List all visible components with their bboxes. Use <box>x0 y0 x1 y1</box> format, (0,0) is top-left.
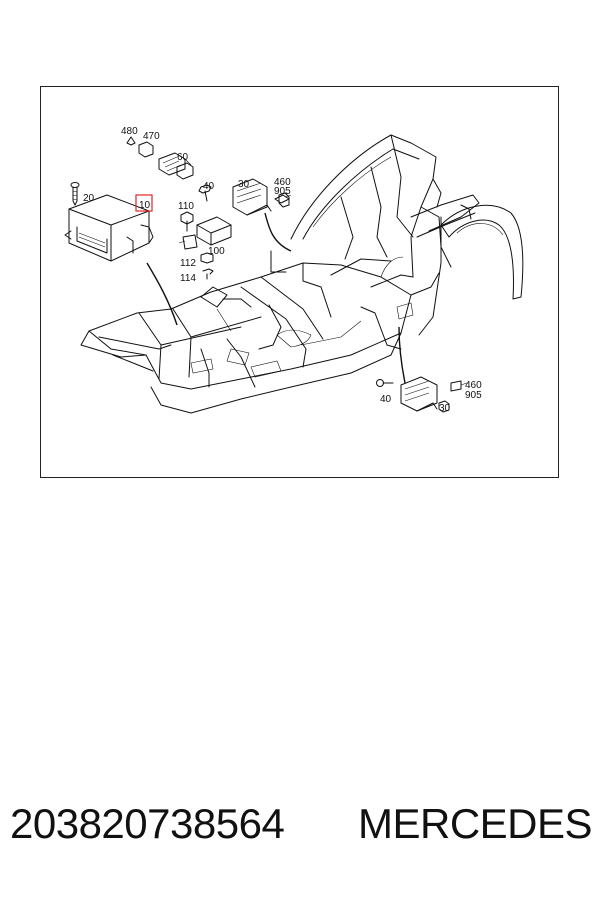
label-470: 470 <box>143 131 160 142</box>
product-caption: 203820738564 MERCEDES <box>0 800 600 864</box>
screw-20 <box>70 182 80 206</box>
vehicle-floor-structure <box>80 250 412 414</box>
exploded-view-drawing: 480 470 60 20 10 40 30 460 905 110 100 1… <box>64 126 524 414</box>
label-112: 112 <box>180 258 196 269</box>
front-wheel-arch-structure <box>290 134 524 350</box>
highlight-box <box>135 194 153 212</box>
part-labels: 480 470 60 20 10 40 30 460 905 110 100 1… <box>83 126 482 414</box>
bracket-assembly-110-100 <box>178 211 232 280</box>
label-60: 60 <box>177 152 189 163</box>
label-480: 480 <box>121 126 138 137</box>
label-40-upper: 40 <box>203 181 215 192</box>
label-905-upper: 905 <box>274 186 291 197</box>
label-20: 20 <box>83 193 95 204</box>
label-110: 110 <box>178 201 194 212</box>
leader-lines <box>146 194 468 386</box>
label-460-upper: 460 <box>274 177 291 188</box>
sensor-assembly-lower <box>376 376 462 413</box>
connector-assembly-480-470-60 <box>126 136 194 180</box>
part-number: 203820738564 <box>10 800 285 847</box>
brand-name: MERCEDES <box>358 800 593 847</box>
label-905-lower: 905 <box>465 390 482 401</box>
label-30-upper: 30 <box>238 179 250 190</box>
label-10: 10 <box>139 200 151 211</box>
label-114: 114 <box>180 273 196 284</box>
parts-diagram: 480 470 60 20 10 40 30 460 905 110 100 1… <box>40 86 559 478</box>
label-30-lower: 30 <box>439 403 451 414</box>
control-unit-10 <box>64 194 154 262</box>
sensor-assembly-upper <box>198 178 290 216</box>
label-460-lower: 460 <box>465 380 482 391</box>
label-100: 100 <box>208 246 225 257</box>
label-40-lower: 40 <box>380 394 392 405</box>
